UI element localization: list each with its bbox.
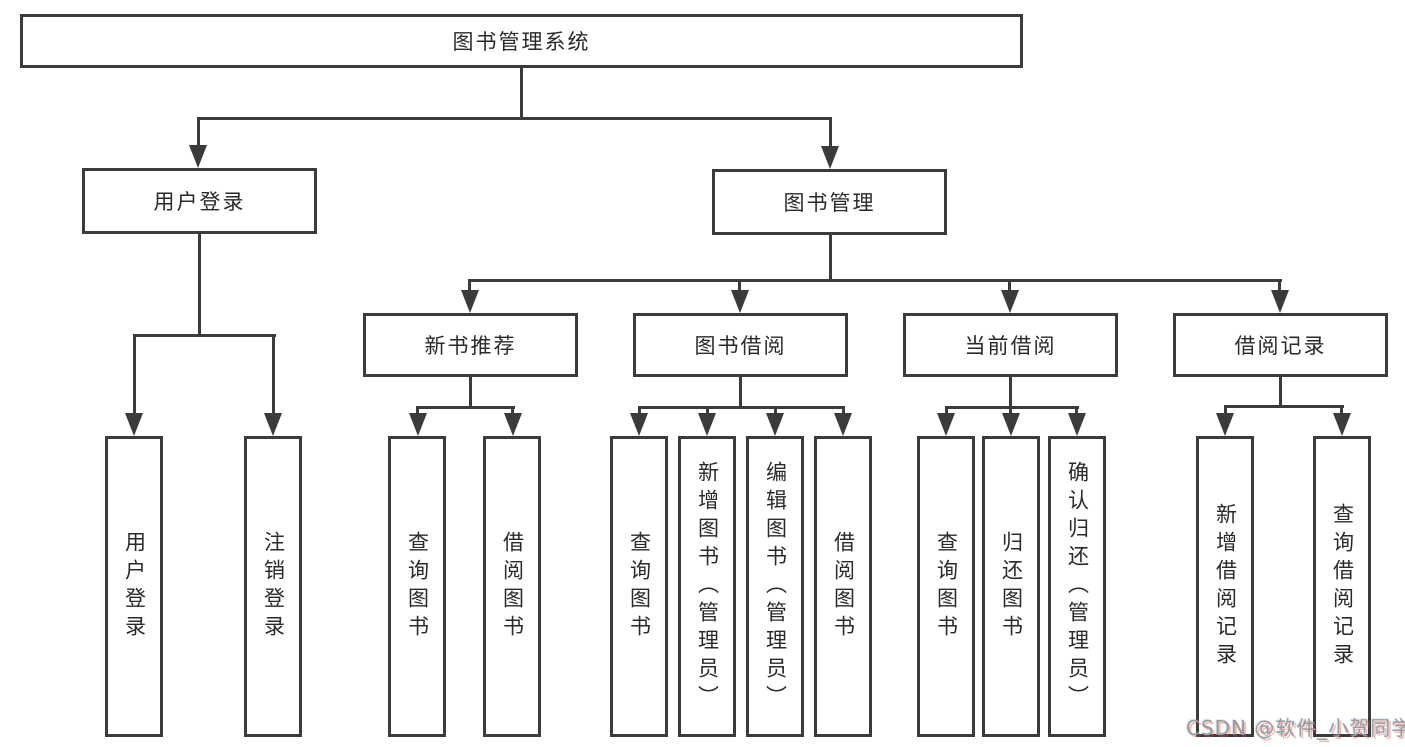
leaf-label: 查询图书 xyxy=(627,530,652,643)
arrow-down-icon xyxy=(821,146,839,169)
leaf-label: 用户登录 xyxy=(122,530,147,643)
leaf-add-books-admin: 新增图书（管理员） xyxy=(678,436,736,737)
arrow-down-icon xyxy=(698,413,716,436)
leaf-borrow-books: 借阅图书 xyxy=(814,436,872,737)
leaf-add-borrow-record: 新增借阅记录 xyxy=(1196,436,1254,737)
arrow-down-icon xyxy=(834,413,852,436)
leaf-query-books-current: 查询图书 xyxy=(917,436,975,737)
connector-line-v xyxy=(1278,279,1281,292)
arrow-down-icon xyxy=(731,290,749,313)
arrow-down-icon xyxy=(630,413,648,436)
connector-line-v xyxy=(1009,377,1012,407)
node-label: 图书管理系统 xyxy=(452,30,591,54)
node-label: 用户登录 xyxy=(153,190,246,214)
connector-line-v xyxy=(1009,406,1012,415)
connector-line-v xyxy=(1340,405,1343,415)
connector-line-v xyxy=(197,117,200,147)
node-book-management: 图书管理 xyxy=(712,169,947,235)
node-library-management-system: 图书管理系统 xyxy=(20,14,1023,68)
arrow-down-icon xyxy=(1271,290,1289,313)
connector-line-v xyxy=(638,406,641,415)
leaf-edit-books-admin: 编辑图书（管理员） xyxy=(746,436,804,737)
connector-line-h xyxy=(416,406,515,409)
connector-line-v xyxy=(945,406,948,415)
leaf-label: 借阅图书 xyxy=(831,530,856,643)
arrow-down-icon xyxy=(264,413,282,436)
connector-line-v xyxy=(468,279,471,292)
connector-line-v xyxy=(520,68,523,118)
leaf-query-borrow-record: 查询借阅记录 xyxy=(1313,436,1371,737)
connector-line-v xyxy=(416,406,419,415)
arrow-down-icon xyxy=(1216,413,1234,436)
leaf-label: 借阅图书 xyxy=(500,530,525,643)
connector-line-v xyxy=(1008,279,1011,292)
leaf-label: 编辑图书（管理员） xyxy=(763,460,788,713)
leaf-logout: 注销登录 xyxy=(244,436,302,737)
arrow-down-icon xyxy=(409,413,427,436)
connector-line-h xyxy=(133,334,276,337)
connector-line-v xyxy=(469,377,472,407)
connector-line-v xyxy=(829,235,832,281)
connector-line-v xyxy=(133,334,136,414)
leaf-label: 新增借阅记录 xyxy=(1213,502,1238,671)
arrow-down-icon xyxy=(766,413,784,436)
connector-line-v xyxy=(1279,377,1282,406)
leaf-confirm-return-admin: 确认归还（管理员） xyxy=(1048,436,1106,737)
node-label: 借阅记录 xyxy=(1234,334,1327,358)
connector-line-h xyxy=(197,117,832,120)
leaf-user-login: 用户登录 xyxy=(105,436,163,737)
node-label: 当前借阅 xyxy=(964,334,1057,358)
arrow-down-icon xyxy=(1068,413,1086,436)
leaf-query-books-borrow: 查询图书 xyxy=(610,436,668,737)
arrow-down-icon xyxy=(1002,413,1020,436)
leaf-borrow-books-recommend: 借阅图书 xyxy=(483,436,541,737)
leaf-label: 确认归还（管理员） xyxy=(1065,460,1090,713)
leaf-label: 查询图书 xyxy=(405,530,430,643)
node-current-borrow: 当前借阅 xyxy=(903,313,1118,377)
connector-line-v xyxy=(511,406,514,415)
connector-line-h xyxy=(1224,405,1344,408)
connector-line-v xyxy=(1075,406,1078,415)
connector-line-v xyxy=(1224,405,1227,415)
arrow-down-icon xyxy=(1001,290,1019,313)
connector-line-v xyxy=(272,334,275,414)
connector-line-v xyxy=(829,117,832,148)
connector-line-v xyxy=(198,234,201,335)
node-label: 图书借阅 xyxy=(694,334,787,358)
node-label: 新书推荐 xyxy=(424,334,517,358)
node-user-login: 用户登录 xyxy=(82,168,317,234)
arrow-down-icon xyxy=(189,145,207,168)
leaf-return-books: 归还图书 xyxy=(982,436,1040,737)
arrow-down-icon xyxy=(461,290,479,313)
node-book-borrow: 图书借阅 xyxy=(633,313,848,377)
connector-line-h xyxy=(469,279,1282,282)
connector-line-v xyxy=(842,406,845,415)
connector-line-v xyxy=(738,279,741,292)
connector-line-h xyxy=(638,406,845,409)
leaf-label: 查询图书 xyxy=(934,530,959,643)
arrow-down-icon xyxy=(125,413,143,436)
csdn-watermark: CSDN @软件_小贺同学 xyxy=(1186,716,1405,740)
arrow-down-icon xyxy=(504,413,522,436)
connector-line-h xyxy=(945,406,1079,409)
connector-line-v xyxy=(706,406,709,415)
node-label: 图书管理 xyxy=(783,191,876,215)
node-new-book-recommend: 新书推荐 xyxy=(363,313,578,377)
node-borrow-records: 借阅记录 xyxy=(1173,313,1388,377)
leaf-label: 查询借阅记录 xyxy=(1330,502,1355,671)
arrow-down-icon xyxy=(1333,413,1351,436)
connector-line-v xyxy=(774,406,777,415)
connector-line-v xyxy=(739,377,742,407)
leaf-query-books-recommend: 查询图书 xyxy=(388,436,446,737)
arrow-down-icon xyxy=(937,413,955,436)
leaf-label: 注销登录 xyxy=(261,530,286,643)
leaf-label: 新增图书（管理员） xyxy=(695,460,720,713)
leaf-label: 归还图书 xyxy=(999,530,1024,643)
